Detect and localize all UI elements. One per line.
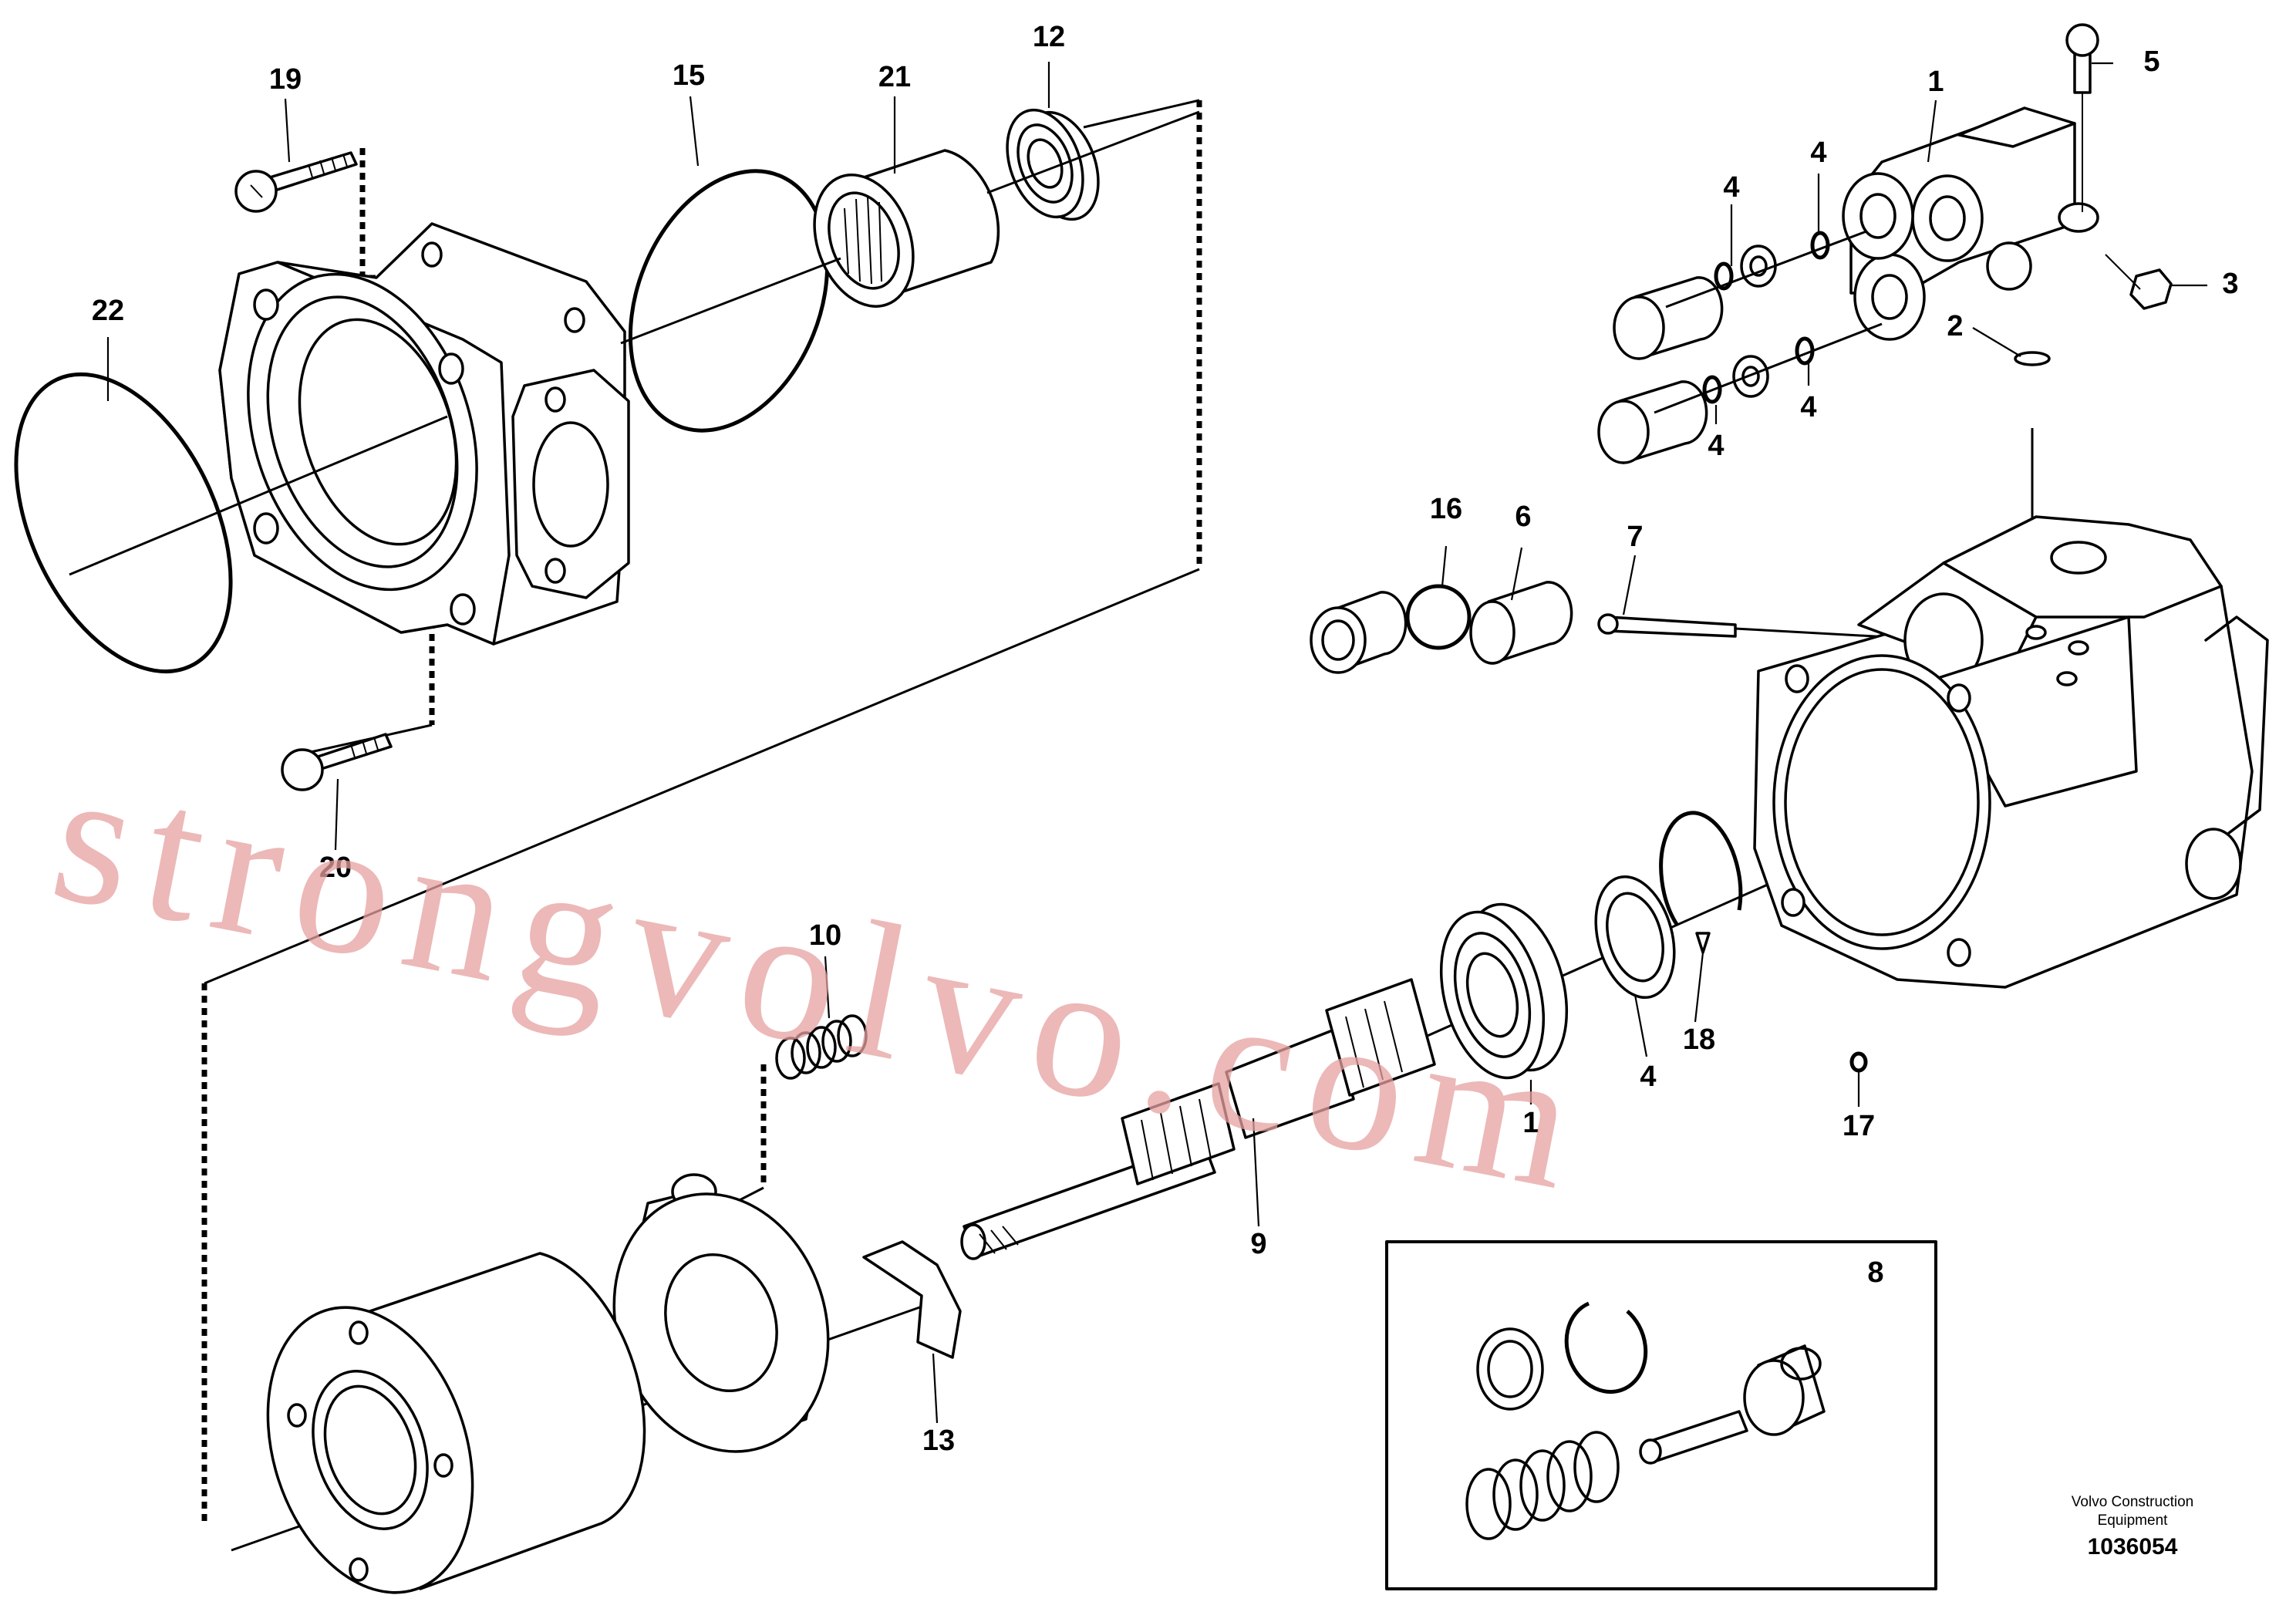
valve-block-assembly (1597, 23, 2173, 464)
pump-housing (1753, 515, 2269, 989)
callout-5: 5 (2143, 46, 2159, 78)
part-19-bolt (234, 151, 358, 213)
cylinder-block (266, 1252, 646, 1594)
part-22-o-ring (14, 372, 233, 674)
callout-17: 17 (1843, 1110, 1875, 1142)
callout-22: 22 (92, 295, 124, 327)
callout-4-c: 4 (1800, 391, 1816, 423)
shaft-seal-parts (1439, 811, 1868, 1080)
callout-1-bottom: 1 (1522, 1107, 1539, 1139)
plug-spool-set (1310, 581, 1944, 674)
footer-drawing-number: 1036054 (2088, 1534, 2178, 1560)
callout-1-top: 1 (1927, 66, 1944, 98)
callout-4-e: 4 (1640, 1061, 1656, 1093)
watermark-text: strongvolvo.com (39, 727, 1607, 1233)
callout-2: 2 (1947, 310, 1963, 342)
part-10-spring (775, 1014, 868, 1080)
callout-labels: 19 15 21 12 5 1 4 4 3 2 4 4 22 16 6 7 20… (92, 21, 2239, 1457)
callout-18: 18 (1683, 1023, 1715, 1056)
callout-7: 7 (1627, 521, 1643, 553)
callout-12: 12 (1033, 21, 1065, 53)
footer-company-line2: Equipment (2098, 1512, 2169, 1529)
callout-16: 16 (1430, 493, 1462, 525)
part-12-bearing (1006, 108, 1100, 221)
callout-20: 20 (319, 851, 352, 884)
leader-lines (106, 62, 2207, 1424)
part-21-bushing (813, 149, 1000, 308)
callout-4-d: 4 (1708, 430, 1724, 462)
callout-15: 15 (673, 59, 705, 92)
callout-3: 3 (2222, 268, 2238, 300)
footer-company-line1: Volvo Construction (2072, 1494, 2193, 1510)
callout-4-b: 4 (1810, 137, 1826, 169)
part-15-o-ring (628, 169, 830, 433)
callout-9: 9 (1250, 1228, 1266, 1260)
callout-21: 21 (878, 61, 911, 93)
kit-8-box (1385, 1240, 1937, 1590)
callout-4-a: 4 (1723, 171, 1739, 204)
callout-10: 10 (809, 919, 841, 952)
part-20-bolt (281, 733, 393, 791)
callout-13: 13 (922, 1425, 955, 1457)
callout-19: 19 (269, 63, 302, 96)
callout-6: 6 (1515, 501, 1531, 533)
drive-shaft (960, 978, 1436, 1260)
footer-block: Volvo Construction Equipment 1036054 (2072, 1494, 2193, 1560)
kit-label-8: 8 (1867, 1256, 1883, 1289)
flange-housing (218, 222, 630, 646)
